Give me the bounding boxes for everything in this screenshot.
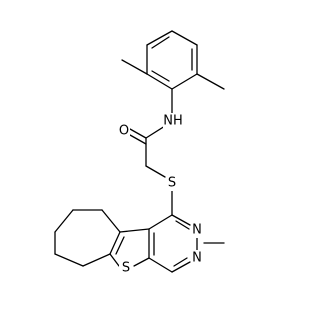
bond-phenyl [171,30,198,46]
bond-methyl [121,59,148,75]
bond-cyclohexane [82,253,111,267]
bond-phenyl [146,73,173,90]
bond-phenyl [146,30,173,46]
atom-s-thioether: S [166,175,178,191]
bond-cyclohexane [101,209,121,233]
bond-carbonyl-o [129,128,147,139]
molecule-structure: NH O S N N S [54,30,225,276]
bond-thiophene-double [115,236,125,255]
bond-thiophene [109,231,121,255]
atom-labels: NH O S N N S [117,113,203,276]
bond-pyrimidine-double [173,257,188,267]
bond-phenyl-double [151,36,170,49]
bond-pyrimidine [171,214,191,226]
bond-phenyl-double [151,70,170,82]
bond-thiophene [133,257,150,267]
bond-thiophene [119,228,150,233]
bond-methyl [196,73,225,90]
bond-pyrimidine [148,257,173,273]
atom-nh: NH [163,113,183,129]
atom-n-lower-label: N [192,251,202,266]
bond-pyrimidine [171,261,191,273]
bond-cyclohexane [54,253,84,267]
atom-o-label: O [119,124,129,139]
atom-s-ring-label: S [122,261,130,276]
bond-pyrimidine-double [175,220,190,230]
bond-carbonyl-o-double [129,134,147,145]
bond-phenyl [171,73,198,90]
bond-ch2-s [145,165,166,178]
atom-n-upper: N [191,222,203,238]
bond-pyrimidine [148,214,173,230]
atom-n-upper-label: N [192,223,202,238]
atom-o: O [117,123,130,139]
atom-n-lower: N [191,250,203,266]
bond-n-carbonyl [145,125,166,139]
bond-lines [54,30,225,273]
atom-nh-label: NH [163,114,183,129]
atom-s-thioether-label: S [168,176,176,191]
bond-thiophene [109,253,120,267]
atom-s-ring: S [119,260,133,276]
bond-cyclohexane [54,209,74,233]
